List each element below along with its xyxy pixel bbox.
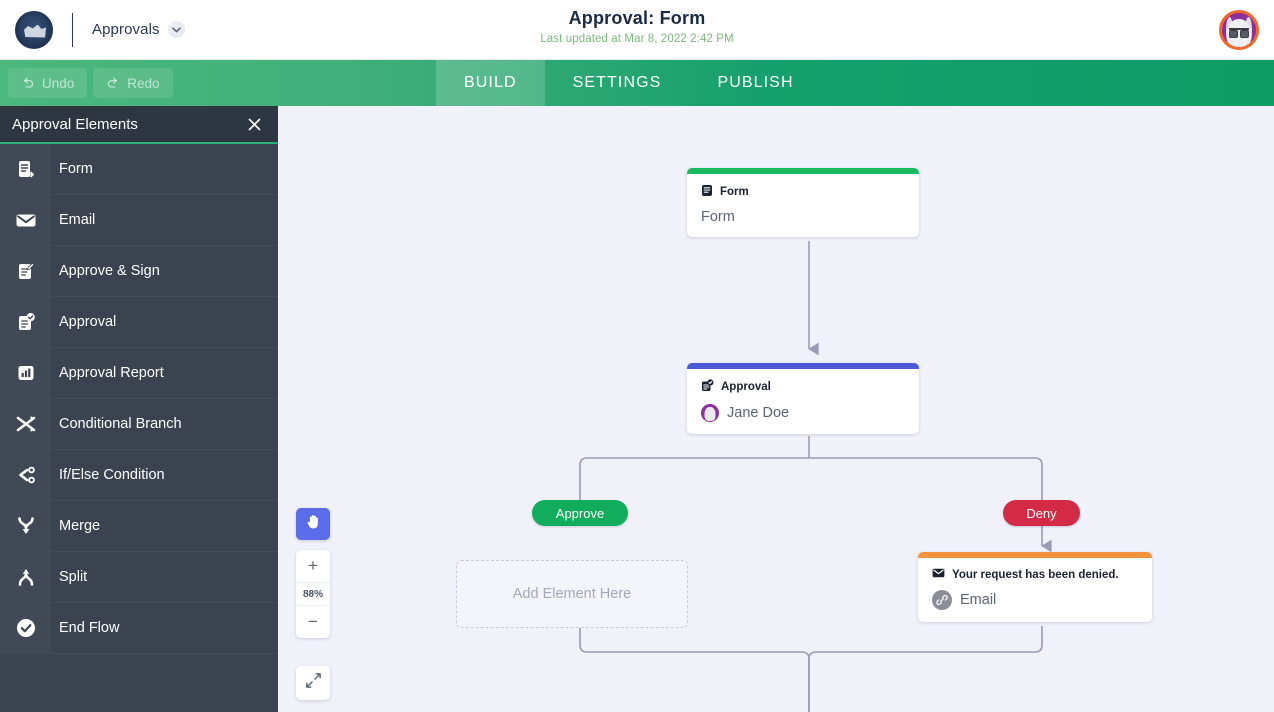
node-body: Form Form (687, 174, 919, 237)
page-title-block: Approval: Form Last updated at Mar 8, 20… (0, 8, 1274, 45)
split-icon (0, 551, 51, 603)
node-form[interactable]: Form Form (687, 168, 919, 237)
bar-chart-icon (0, 347, 51, 399)
flow-connectors (579, 241, 1052, 712)
sidebar-item-merge[interactable]: Merge (0, 500, 278, 552)
zoom-control-stack: + 88% − (296, 550, 330, 638)
approval-check-icon (0, 296, 51, 348)
zoom-level-label: 88% (296, 582, 330, 606)
sidebar-item-label: Email (59, 212, 96, 228)
hand-pan-icon (304, 512, 323, 536)
close-icon[interactable] (247, 117, 262, 132)
link-icon (932, 590, 952, 610)
node-type-label: Your request has been denied. (952, 568, 1119, 581)
node-content-row: Email (932, 590, 1138, 610)
top-header-bar: Approvals Approval: Form Last updated at… (0, 0, 1274, 60)
sidebar-item-label: Conditional Branch (59, 416, 182, 432)
sidebar-item-approval[interactable]: Approval (0, 296, 278, 348)
sidebar-item-if-else-condition[interactable]: If/Else Condition (0, 449, 278, 501)
main-tabs: BUILD SETTINGS PUBLISH (436, 60, 822, 106)
avatar-glasses (1229, 28, 1249, 38)
approve-sign-icon (0, 245, 51, 297)
flow-canvas[interactable]: Form Form Approval Jane Doe Approve Deny… (278, 106, 1274, 712)
tab-publish[interactable]: PUBLISH (717, 74, 794, 91)
end-flow-check-icon (0, 602, 51, 654)
workspace-label: Approvals (92, 21, 160, 38)
node-content: Email (960, 592, 997, 608)
sidebar-item-list: Form Email Approve & Sign Approval Appro (0, 143, 278, 654)
zoom-out-button[interactable]: − (308, 612, 318, 631)
approval-elements-panel: Approval Elements Form Email Approve & S… (0, 106, 278, 712)
undo-label: Undo (42, 75, 75, 91)
zoom-in-button[interactable]: + (308, 556, 318, 575)
tab-settings[interactable]: SETTINGS (572, 74, 662, 91)
sidebar-item-split[interactable]: Split (0, 551, 278, 603)
branch-pill-approve[interactable]: Approve (532, 500, 628, 526)
node-body: Your request has been denied. Email (918, 558, 1152, 622)
node-type-row: Approval (701, 379, 905, 395)
shuffle-branch-icon (0, 398, 51, 450)
sidebar-item-label: Form (59, 161, 93, 177)
action-toolbar: Undo Redo BUILD SETTINGS PUBLISH (0, 60, 1274, 106)
node-body: Approval Jane Doe (687, 369, 919, 434)
form-document-icon (701, 184, 713, 200)
page-title: Approval: Form (568, 8, 706, 28)
node-email-deny[interactable]: Your request has been denied. Email (918, 552, 1152, 622)
node-content: Jane Doe (727, 405, 790, 421)
sidebar-item-email[interactable]: Email (0, 194, 278, 246)
add-element-placeholder[interactable]: Add Element Here (456, 560, 688, 628)
sidebar-header: Approval Elements (0, 106, 278, 144)
if-else-icon (0, 449, 51, 501)
node-type-row: Your request has been denied. (932, 568, 1138, 581)
node-type-label: Approval (721, 381, 771, 393)
sidebar-item-approve-sign[interactable]: Approve & Sign (0, 245, 278, 297)
redo-label: Redo (127, 75, 160, 91)
workspace-dropdown[interactable]: Approvals (92, 21, 185, 38)
tab-build[interactable]: BUILD (436, 60, 545, 106)
redo-button[interactable]: Redo (93, 68, 173, 98)
sidebar-item-end-flow[interactable]: End Flow (0, 602, 278, 654)
node-content-row: Jane Doe (701, 404, 905, 422)
node-approval[interactable]: Approval Jane Doe (687, 363, 919, 434)
sidebar-item-label: If/Else Condition (59, 467, 165, 483)
sidebar-item-label: Approve & Sign (59, 263, 160, 279)
node-content: Form (701, 209, 735, 225)
sidebar-item-conditional-branch[interactable]: Conditional Branch (0, 398, 278, 450)
node-type-label: Form (720, 186, 749, 198)
jane-doe-avatar (701, 404, 719, 422)
node-accent-bar (687, 363, 919, 369)
envelope-icon (0, 194, 51, 246)
approval-check-icon (701, 379, 714, 395)
node-accent-bar (687, 168, 919, 174)
sidebar-item-label: End Flow (59, 620, 120, 636)
user-avatar[interactable] (1219, 10, 1259, 50)
envelope-icon (932, 568, 945, 581)
pan-tool-button[interactable] (296, 508, 330, 540)
sidebar-item-form[interactable]: Form (0, 143, 278, 195)
node-type-row: Form (701, 184, 905, 200)
fit-to-screen-button[interactable] (296, 666, 330, 700)
header-divider (72, 12, 73, 47)
last-updated-text: Last updated at Mar 8, 2022 2:42 PM (540, 33, 734, 45)
undo-button[interactable]: Undo (8, 68, 88, 98)
form-document-icon (0, 143, 51, 195)
sidebar-item-label: Approval (59, 314, 117, 330)
merge-icon (0, 500, 51, 552)
sidebar-item-label: Approval Report (59, 365, 164, 381)
chevron-down-icon[interactable] (167, 21, 185, 38)
sidebar-title: Approval Elements (12, 115, 138, 133)
branch-pill-deny[interactable]: Deny (1003, 500, 1080, 526)
sidebar-item-label: Merge (59, 518, 101, 534)
sidebar-item-approval-report[interactable]: Approval Report (0, 347, 278, 399)
fit-to-screen-icon (304, 671, 323, 695)
sidebar-item-label: Split (59, 569, 88, 585)
node-accent-bar (918, 552, 1152, 558)
state-seal-logo[interactable] (15, 10, 53, 49)
